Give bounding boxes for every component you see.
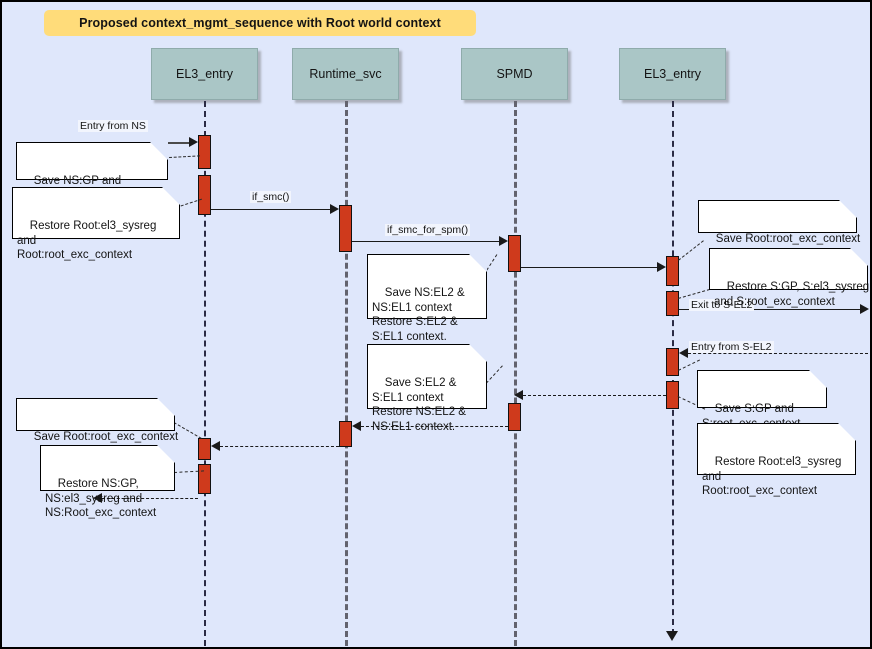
message-line-exit-to-ns <box>102 498 198 499</box>
activation-bar <box>198 175 211 215</box>
activation-bar <box>508 403 521 431</box>
note-text: Restore NS:GP, NS:el3_sysreg and NS:Root… <box>45 478 157 519</box>
note-fold-icon <box>157 398 175 416</box>
message-label-if-smc: if_smc() <box>250 191 292 203</box>
note-text: Restore S:GP, S:el3_sysreg and S:root_ex… <box>714 281 870 308</box>
note-fold-icon <box>157 445 175 463</box>
message-label-exit-to-s-el2: Exit to S-EL2 <box>689 299 755 311</box>
activation-bar <box>339 205 352 252</box>
note-connector <box>678 288 710 299</box>
activation-bar <box>666 381 679 409</box>
diagram-title-banner: Proposed context_mgmt_sequence with Root… <box>44 10 476 36</box>
participant-el3-entry-left[interactable]: EL3_entry <box>151 48 258 100</box>
note-restore-s-gp: Restore S:GP, S:el3_sysreg and S:root_ex… <box>709 248 869 308</box>
note-fold-icon <box>839 200 857 218</box>
note-text: Save Root:root_exc_context <box>33 431 179 443</box>
note-text: Restore Root:el3_sysreg and Root:root_ex… <box>17 220 157 261</box>
participant-runtime-svc[interactable]: Runtime_svc <box>292 48 399 100</box>
note-fold-icon <box>469 254 487 272</box>
activation-bar <box>666 256 679 286</box>
participant-spmd[interactable]: SPMD <box>461 48 568 100</box>
message-line-entry-from-s-el2 <box>688 353 868 354</box>
activation-bar <box>508 235 521 272</box>
note-save-root-exc-context-bottom: Save Root:root_exc_context <box>16 398 178 443</box>
arrow-right-icon <box>189 137 198 147</box>
arrow-right-icon <box>860 304 869 314</box>
message-label-entry-from-ns: Entry from NS <box>78 120 148 132</box>
activation-bar <box>666 348 679 376</box>
note-save-ns-el2: Save NS:EL2 & NS:EL1 context Restore S:E… <box>367 254 487 343</box>
note-text: Save S:EL2 & S:EL1 context Restore NS:EL… <box>372 377 466 433</box>
note-fold-icon <box>850 248 868 266</box>
lifeline-spmd <box>514 101 517 646</box>
message-line-exit-to-s-el2 <box>679 309 863 310</box>
note-text: Save NS:EL2 & NS:EL1 context Restore S:E… <box>372 287 465 343</box>
message-line-return-to-el3-entry <box>220 446 339 447</box>
message-line-spmd-to-el3-entry <box>521 267 658 268</box>
note-save-root-exc-context-top: Save Root:root_exc_context <box>698 200 860 245</box>
message-label-if-smc-for-spm: if_smc_for_spm() <box>385 224 471 236</box>
arrow-right-icon <box>330 204 339 214</box>
arrow-left-icon <box>352 421 361 431</box>
diagram-title: Proposed context_mgmt_sequence with Root… <box>79 16 441 30</box>
arrow-left-icon <box>514 390 523 400</box>
note-fold-icon <box>809 370 827 388</box>
arrow-left-icon <box>211 441 220 451</box>
note-save-s-gp: Save S:GP and S:root_exc_context <box>697 370 827 430</box>
message-label-entry-from-s-el2: Entry from S-EL2 <box>689 341 774 353</box>
activation-bar <box>339 421 352 447</box>
note-fold-icon <box>838 423 856 441</box>
note-save-ns-gp: Save NS:GP and NS:Root_exc_context <box>16 142 168 202</box>
arrow-left-icon <box>93 493 102 503</box>
activation-bar <box>198 438 211 460</box>
participant-el3-entry-right[interactable]: EL3_entry <box>619 48 726 100</box>
participant-label: Runtime_svc <box>309 67 382 81</box>
message-line-if-smc-for-spm <box>352 241 500 242</box>
note-save-s-el2: Save S:EL2 & S:EL1 context Restore NS:EL… <box>367 344 487 433</box>
note-fold-icon <box>469 344 487 362</box>
arrow-left-icon <box>679 348 688 358</box>
note-connector <box>169 155 201 158</box>
note-fold-icon <box>150 142 168 160</box>
note-connector <box>678 240 704 261</box>
note-restore-ns-gp: Restore NS:GP, NS:el3_sysreg and NS:Root… <box>40 445 175 519</box>
message-line-if-smc <box>211 209 331 210</box>
participant-label: EL3_entry <box>644 67 701 81</box>
lifeline-runtime-svc <box>345 101 348 646</box>
message-line-return-to-spmd <box>523 395 666 396</box>
note-fold-icon <box>162 187 180 205</box>
arrow-right-icon <box>657 262 666 272</box>
note-restore-root-el3-sysreg: Restore Root:el3_sysreg and Root:root_ex… <box>12 187 180 261</box>
participant-label: SPMD <box>496 67 533 81</box>
note-text: Save Root:root_exc_context <box>715 233 861 245</box>
note-restore-root-el3-sysreg-right: Restore Root:el3_sysreg and Root:root_ex… <box>697 423 856 497</box>
message-line-return-to-runtime-svc <box>361 426 508 427</box>
activation-bar <box>666 291 679 316</box>
arrow-right-icon <box>499 236 508 246</box>
lifeline-el3-entry-left <box>204 101 206 646</box>
lifeline-end-arrow-icon <box>666 631 678 641</box>
activation-bar <box>198 135 211 169</box>
note-text: Restore Root:el3_sysreg and Root:root_ex… <box>702 456 842 497</box>
participant-label: EL3_entry <box>176 67 233 81</box>
activation-bar <box>198 464 211 494</box>
